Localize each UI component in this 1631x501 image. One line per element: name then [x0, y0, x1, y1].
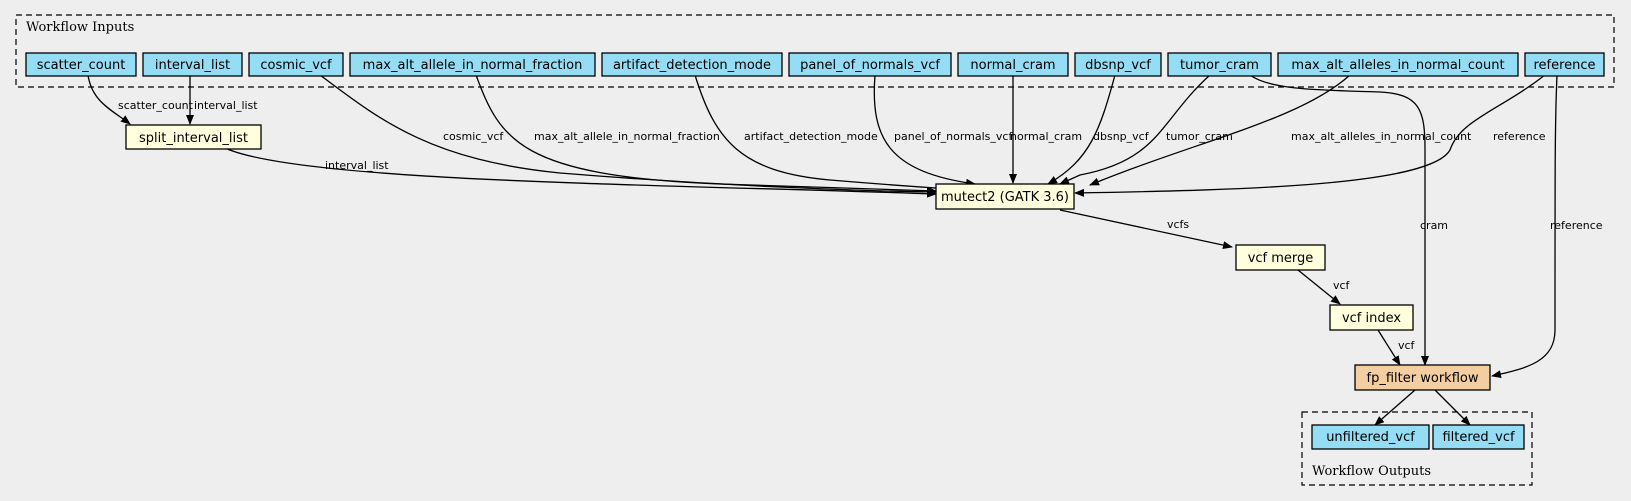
edge-dbsnp-vcf	[1047, 74, 1116, 185]
edge-fp-to-filtered	[1434, 389, 1471, 426]
node-max-alt-allele-in-normal-fraction-label: max_alt_allele_in_normal_fraction	[363, 58, 583, 73]
node-split-interval-list-label: split_interval_list	[139, 131, 248, 146]
edge-label-interval-list-split: interval_list	[325, 159, 389, 172]
node-panel-of-normals-vcf-label: panel_of_normals_vcf	[800, 58, 940, 73]
node-vcf-merge[interactable]: vcf merge	[1235, 244, 1326, 271]
workflow-outputs-cluster: Workflow Outputs	[1301, 411, 1533, 486]
edge-reference-mutect	[1074, 74, 1546, 197]
node-cosmic-vcf-label: cosmic_vcf	[260, 58, 332, 73]
node-interval-list[interactable]: interval_list	[142, 52, 243, 77]
edge-label-max-alt-alleles-count: max_alt_alleles_in_normal_count	[1291, 130, 1472, 143]
node-max-alt-alleles-in-normal-count[interactable]: max_alt_alleles_in_normal_count	[1277, 52, 1519, 77]
node-vcf-index-label: vcf index	[1342, 311, 1401, 326]
node-max-alt-allele-in-normal-fraction[interactable]: max_alt_allele_in_normal_fraction	[349, 52, 596, 77]
edge-scatter-count	[87, 74, 131, 125]
edge-panel-of-normals	[873, 74, 976, 187]
edge-label-max-alt-allele-fraction: max_alt_allele_in_normal_fraction	[534, 130, 720, 143]
edge-label-reference-mutect: reference	[1493, 130, 1546, 143]
node-fp-filter-workflow-label: fp_filter workflow	[1367, 371, 1479, 386]
edge-label-interval-list: interval_list	[194, 99, 258, 112]
edge-label-cram: cram	[1420, 219, 1448, 232]
node-mutect2[interactable]: mutect2 (GATK 3.6)	[935, 183, 1075, 210]
node-filtered-vcf[interactable]: filtered_vcf	[1432, 424, 1525, 450]
workflow-inputs-label: Workflow Inputs	[26, 20, 134, 35]
edge-tumor-cram	[1059, 74, 1211, 185]
edge-merge-to-index	[1297, 269, 1341, 305]
node-dbsnp-vcf-label: dbsnp_vcf	[1085, 58, 1151, 73]
edge-label-tumor-cram: tumor_cram	[1166, 130, 1233, 143]
input-nodes: scatter_count interval_list cosmic_vcf m…	[25, 52, 1605, 77]
edge-split-to-mutect	[224, 147, 937, 198]
edge-label-dbsnp-vcf: dbsnp_vcf	[1093, 130, 1150, 143]
node-vcf-index[interactable]: vcf index	[1329, 304, 1414, 331]
edge-index-to-fp	[1377, 329, 1401, 366]
node-tumor-cram[interactable]: tumor_cram	[1167, 52, 1272, 77]
edge-label-scatter-count: scatter_count	[118, 99, 194, 112]
edge-label-vcfs: vcfs	[1167, 218, 1189, 231]
edge-vcfs	[1059, 209, 1233, 250]
node-dbsnp-vcf[interactable]: dbsnp_vcf	[1074, 52, 1162, 77]
edge-label-normal-cram: normal_cram	[1010, 130, 1082, 143]
edge-labels: scatter_count interval_list interval_lis…	[118, 99, 1603, 352]
node-artifact-detection-mode[interactable]: artifact_detection_mode	[601, 52, 783, 77]
edge-reference-fp	[1491, 74, 1558, 379]
workflow-inputs-cluster: Workflow Inputs	[15, 14, 1615, 88]
edge-cram	[1249, 74, 1429, 366]
edge-artifact-detection-mode	[694, 74, 951, 193]
edge-label-artifact-detection-mode: artifact_detection_mode	[744, 130, 878, 143]
output-nodes: unfiltered_vcf filtered_vcf	[1311, 424, 1525, 450]
node-filtered-vcf-label: filtered_vcf	[1442, 430, 1515, 445]
node-reference-label: reference	[1533, 58, 1595, 73]
node-tumor-cram-label: tumor_cram	[1180, 58, 1259, 73]
node-max-alt-alleles-in-normal-count-label: max_alt_alleles_in_normal_count	[1291, 58, 1504, 73]
edge-max-alt-allele-fraction	[475, 74, 937, 195]
node-split-interval-list[interactable]: split_interval_list	[125, 124, 262, 150]
step-nodes: split_interval_list mutect2 (GATK 3.6) v…	[125, 124, 1491, 391]
edge-fp-to-unfiltered	[1374, 389, 1416, 426]
edge-max-alt-alleles-count	[1089, 74, 1351, 186]
node-unfiltered-vcf[interactable]: unfiltered_vcf	[1311, 424, 1430, 450]
edge-cosmic-vcf	[319, 74, 937, 196]
node-fp-filter-workflow[interactable]: fp_filter workflow	[1354, 364, 1491, 391]
edge-label-reference-fp: reference	[1550, 219, 1603, 232]
node-unfiltered-vcf-label: unfiltered_vcf	[1326, 430, 1415, 445]
node-normal-cram-label: normal_cram	[970, 58, 1055, 73]
node-artifact-detection-mode-label: artifact_detection_mode	[613, 58, 771, 73]
edge-label-cosmic-vcf: cosmic_vcf	[443, 130, 504, 143]
edge-label-panel-of-normals: panel_of_normals_vcf	[894, 130, 1013, 143]
node-cosmic-vcf[interactable]: cosmic_vcf	[248, 52, 344, 77]
node-reference[interactable]: reference	[1524, 52, 1605, 77]
node-scatter-count[interactable]: scatter_count	[25, 52, 137, 77]
node-mutect2-label: mutect2 (GATK 3.6)	[941, 190, 1069, 205]
edges	[87, 74, 1558, 426]
node-scatter-count-label: scatter_count	[37, 58, 126, 73]
edge-label-vcf-merge-index: vcf	[1333, 279, 1351, 292]
edge-label-vcf-index-fp: vcf	[1398, 339, 1416, 352]
node-interval-list-label: interval_list	[155, 58, 230, 73]
node-panel-of-normals-vcf[interactable]: panel_of_normals_vcf	[788, 52, 952, 77]
node-vcf-merge-label: vcf merge	[1248, 251, 1314, 266]
node-normal-cram[interactable]: normal_cram	[957, 52, 1069, 77]
workflow-outputs-label: Workflow Outputs	[1312, 464, 1431, 479]
